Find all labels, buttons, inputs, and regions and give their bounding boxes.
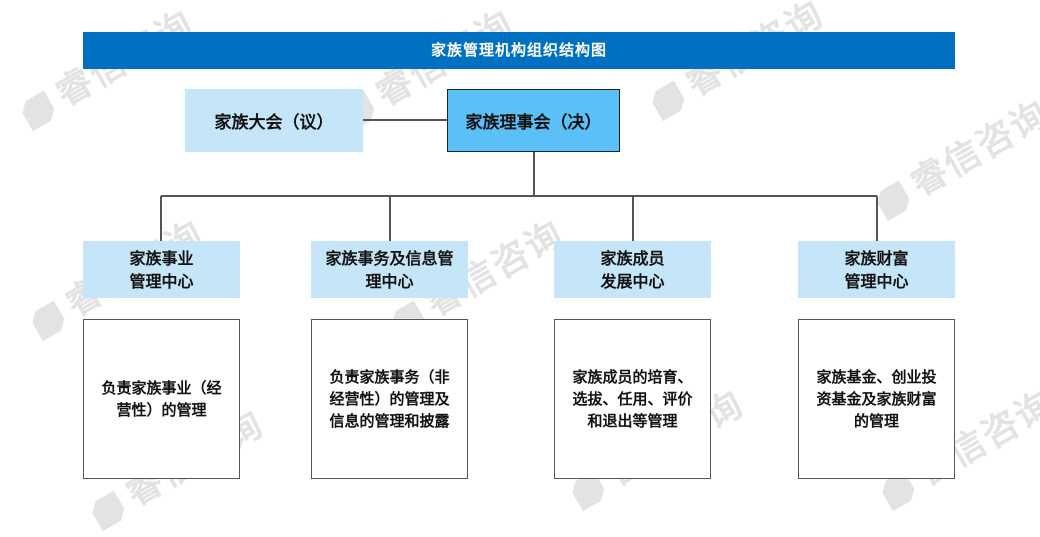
connector-lines <box>160 119 878 241</box>
affairs-info-center-box: 家族事务及信息管 理中心 <box>311 241 468 298</box>
member-development-center-desc: 家族成员的培育、 选拔、任用、评价 和退出等管理 <box>554 319 711 479</box>
wealth-center-box: 家族财富 管理中心 <box>798 241 955 298</box>
family-council-box: 家族理事会（决） <box>447 89 620 152</box>
wealth-center-desc: 家族基金、创业投 资基金及家族财富 的管理 <box>798 319 955 479</box>
page-title: 家族管理机构组织结构图 <box>83 32 955 69</box>
family-assembly-box: 家族大会（议） <box>185 89 363 152</box>
affairs-info-center-desc: 负责家族事务（非 经营性）的管理及 信息的管理和披露 <box>311 319 468 479</box>
business-center-box: 家族事业 管理中心 <box>83 241 240 298</box>
member-development-center-box: 家族成员 发展中心 <box>554 241 711 298</box>
business-center-desc: 负责家族事业（经 营性）的管理 <box>83 319 240 479</box>
